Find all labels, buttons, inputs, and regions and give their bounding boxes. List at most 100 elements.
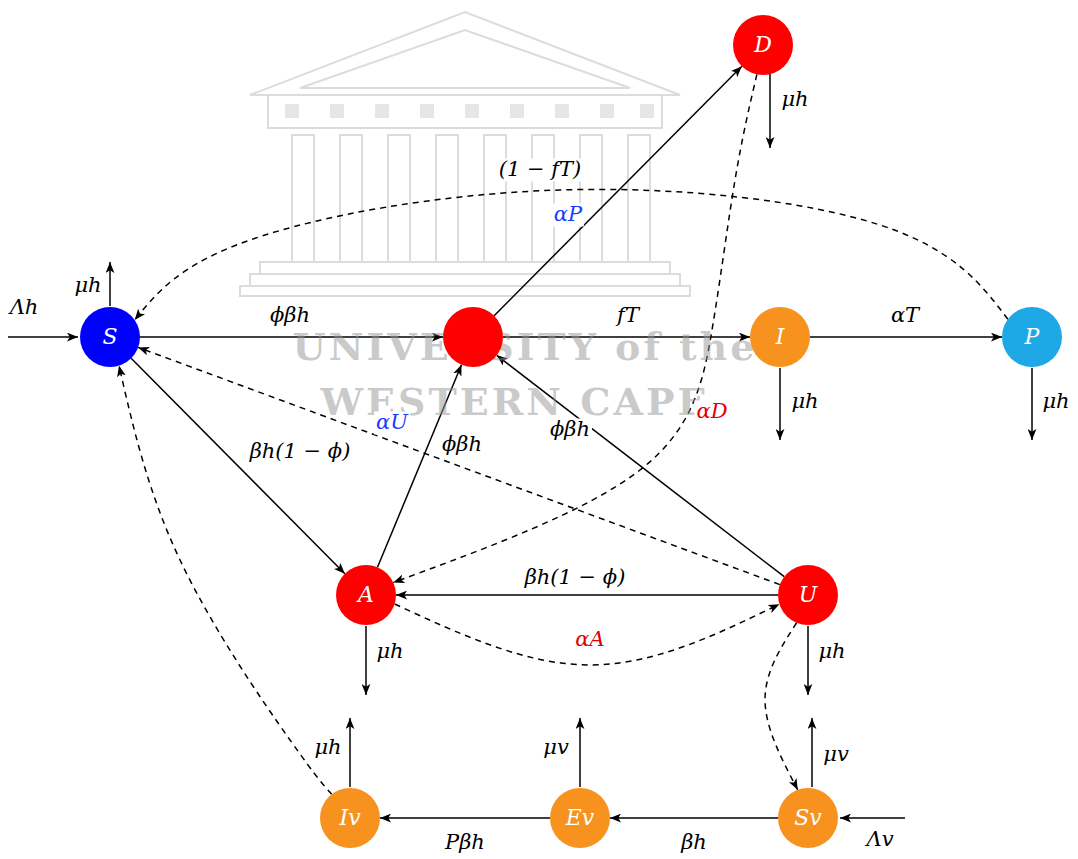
- rate-label: ϕβh: [440, 433, 484, 456]
- outflow-arrow: [1031, 368, 1033, 440]
- compartment-circle: Iv: [320, 788, 380, 848]
- death-rate-label: μh: [374, 640, 405, 663]
- entablature: [268, 95, 662, 128]
- step: [250, 274, 680, 286]
- compartment-symbol: D: [754, 33, 772, 57]
- rate-label: Pβh: [443, 831, 487, 854]
- compartment-symbol: S: [102, 325, 117, 349]
- transition-arrow: [610, 817, 778, 819]
- column: [484, 135, 506, 262]
- recruitment-label: Λv: [864, 828, 895, 851]
- frieze-block: [510, 104, 524, 118]
- rate-label: αA: [573, 628, 606, 651]
- dashed-transition: [119, 366, 332, 795]
- step: [260, 262, 670, 274]
- circle-fill: [778, 788, 838, 848]
- circle-fill: [733, 15, 793, 75]
- death-rate-label: μv: [541, 736, 571, 759]
- column: [388, 135, 410, 262]
- frieze-block: [375, 104, 389, 118]
- outflow-arrow: [779, 368, 781, 440]
- transition-arrow: [810, 336, 1002, 338]
- transition-arrow: [131, 358, 345, 573]
- dashed-transition: [393, 74, 757, 582]
- frieze-block: [555, 104, 569, 118]
- compartment-symbol: I: [776, 325, 785, 349]
- dashed-transition: [395, 604, 780, 665]
- compartment-symbol: Ev: [566, 806, 595, 830]
- watermark-text: UNIVERSITY of the: [293, 326, 758, 368]
- column: [628, 135, 650, 262]
- rate-label: αP: [552, 203, 584, 226]
- compartment-circle: S: [80, 307, 140, 367]
- roof-inner: [300, 30, 630, 88]
- death-rate-label: μh: [1040, 390, 1071, 413]
- death-rate-label: μh: [789, 390, 820, 413]
- column: [292, 135, 314, 262]
- outflow-arrow: [365, 626, 367, 695]
- frieze-block: [640, 104, 654, 118]
- compartment-circle: Ev: [550, 788, 610, 848]
- compartment-symbol: P: [1025, 325, 1040, 349]
- inflow-arrow: [8, 336, 78, 338]
- outflow-arrow: [769, 74, 771, 148]
- circle-fill: [750, 307, 810, 367]
- transition-arrow: [396, 594, 778, 596]
- compartment-circle: D: [733, 15, 793, 75]
- frieze-block: [330, 104, 344, 118]
- death-rate-label: μh: [312, 736, 343, 759]
- rate-label: ϕβh: [548, 418, 592, 441]
- compartment-circle: I: [750, 307, 810, 367]
- roof: [250, 12, 680, 95]
- transition-arrow: [380, 817, 550, 819]
- circle-fill: [550, 788, 610, 848]
- circle-fill: [320, 788, 380, 848]
- death-rate-label: μv: [821, 743, 851, 766]
- frieze-block: [465, 104, 479, 118]
- compartment-symbol: Iv: [339, 806, 360, 830]
- death-rate-label: μh: [779, 88, 810, 111]
- rate-label: ϕβh: [268, 304, 312, 327]
- column: [340, 135, 362, 262]
- frieze-blocks: [285, 104, 654, 118]
- compartment-circle: [443, 307, 503, 367]
- frieze-block: [420, 104, 434, 118]
- death-rate-label: μh: [816, 640, 847, 663]
- circle-fill: [1002, 307, 1062, 367]
- transition-arrow: [377, 365, 461, 568]
- circle-fill: [336, 565, 396, 625]
- rate-label: αU: [374, 411, 410, 434]
- rate-label: αD: [694, 400, 729, 423]
- circle-shape: [443, 307, 503, 367]
- column: [532, 135, 554, 262]
- compartment-symbol: Sv: [794, 806, 822, 830]
- building-outline: [240, 12, 690, 296]
- compartment-circle: Sv: [778, 788, 838, 848]
- recruitment-label: Λh: [8, 296, 41, 319]
- dashed-transition: [135, 189, 1008, 320]
- outflow-arrow: [109, 262, 111, 306]
- outflow-arrow: [579, 718, 581, 787]
- rate-label: fT: [615, 304, 641, 327]
- death-rate-label: μh: [72, 274, 103, 297]
- compartment-symbol: U: [799, 583, 818, 607]
- rate-label: βh: [679, 831, 709, 854]
- frieze-block: [600, 104, 614, 118]
- rate-label: (1 − fT): [497, 158, 583, 181]
- outflow-arrow: [811, 718, 813, 787]
- compartment-circle: U: [778, 565, 838, 625]
- step: [240, 286, 690, 296]
- compartment-symbol: A: [358, 583, 374, 607]
- compartment-circle: A: [336, 565, 396, 625]
- circle-fill: [778, 565, 838, 625]
- transition-arrow: [497, 355, 784, 576]
- rate-label: βh(1 − ϕ): [248, 440, 353, 463]
- frieze-block: [285, 104, 299, 118]
- circle-fill: [443, 307, 503, 367]
- compartment-circle: P: [1002, 307, 1062, 367]
- inflow-arrow: [840, 817, 905, 819]
